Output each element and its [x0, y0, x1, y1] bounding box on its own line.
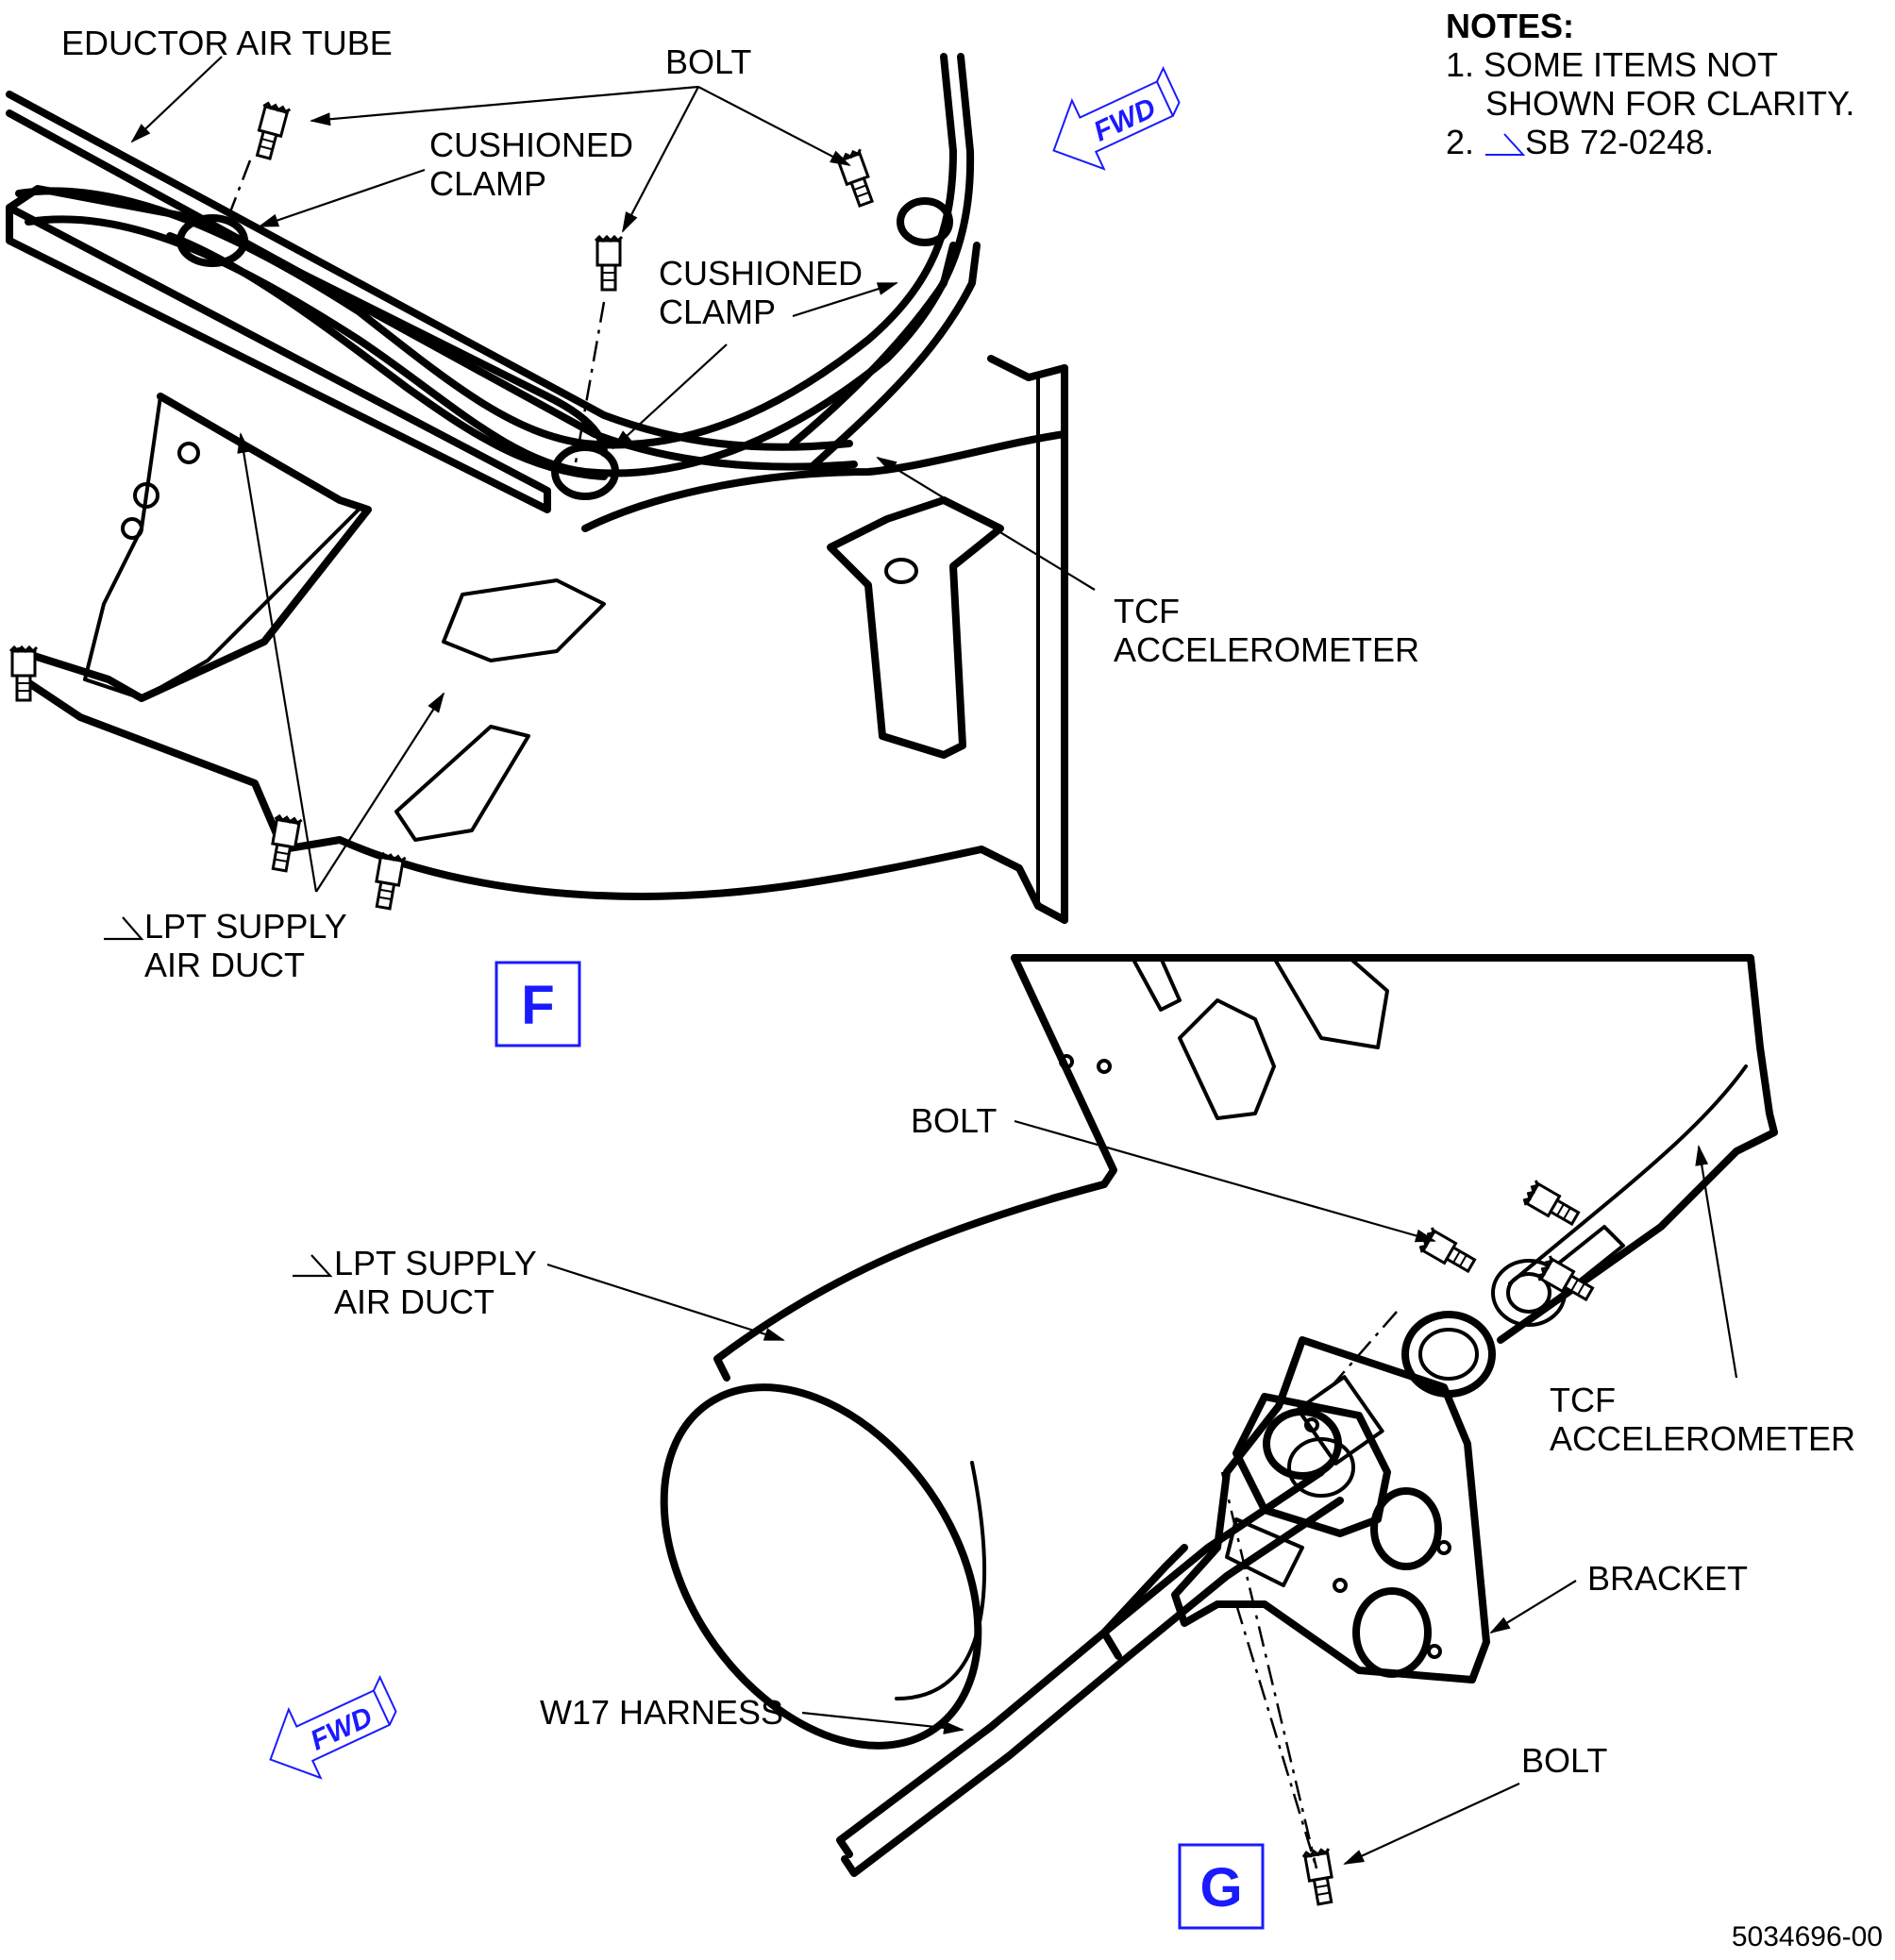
label-bolt-g-lower: BOLT	[1521, 1741, 1607, 1780]
fwd-label-g: FWD	[306, 1701, 377, 1757]
note-1-line-1: 1. SOME ITEMS NOT	[1446, 45, 1778, 84]
eductor-air-tube	[6, 91, 853, 451]
connector-plate	[1233, 1393, 1391, 1537]
nut-g-upper	[1521, 1179, 1584, 1231]
notes-heading: NOTES:	[1446, 7, 1574, 45]
label-tcf-accelerometer-g-line-1: TCF	[1550, 1381, 1616, 1419]
support-rail	[6, 204, 551, 513]
lpt-supply-air-duct-body	[15, 355, 1068, 924]
bolt-3	[833, 147, 880, 209]
label-cushioned-clamp-2-line-2: CLAMP	[659, 293, 776, 331]
note-flag-icon	[1485, 133, 1526, 156]
flag-icon-lpt-g	[293, 1254, 333, 1278]
harness-tube-upper	[15, 53, 957, 449]
label-cushioned-clamp-1-line-2: CLAMP	[429, 164, 546, 203]
view-g-drawing: BOLT LPT SUPPLY AIR DUCT TCF ACCELEROMET…	[269, 954, 1855, 1930]
frame-top	[1011, 954, 1778, 1136]
label-lpt-supply-air-duct-g-line-2: AIR DUCT	[334, 1282, 495, 1321]
note-2-number: 2.	[1446, 123, 1474, 161]
label-lpt-supply-air-duct-f-line-2: AIR DUCT	[144, 946, 305, 984]
left-nut	[8, 645, 39, 702]
bracket-hole-upper	[1370, 1487, 1442, 1570]
view-f-drawing: EDUCTOR AIR TUBE BOLT CUSHIONED CLAMP CU…	[6, 24, 1419, 1047]
label-lpt-supply-air-duct-g-line-1: LPT SUPPLY	[334, 1244, 537, 1282]
view-g-marker-box	[1178, 1843, 1265, 1930]
figure-number: 5034696-00	[1732, 1921, 1883, 1952]
view-f-marker-box	[495, 961, 581, 1047]
label-cushioned-clamp-1-line-1: CUSHIONED	[429, 126, 633, 164]
fwd-label-f: FWD	[1089, 92, 1161, 148]
label-cushioned-clamp-2-line-1: CUSHIONED	[659, 254, 863, 293]
lpt-supply-air-duct-g	[713, 1181, 1108, 1382]
label-bracket: BRACKET	[1587, 1559, 1748, 1598]
label-eductor-air-tube: EDUCTOR AIR TUBE	[61, 24, 393, 62]
view-f-letter: F	[521, 975, 554, 1036]
bolt-g-lower	[1300, 1847, 1340, 1907]
label-bolt-g-upper: BOLT	[911, 1101, 997, 1140]
label-tcf-accelerometer-g-line-2: ACCELEROMETER	[1550, 1419, 1855, 1458]
duct-opening	[660, 1383, 982, 1750]
fwd-arrow-icon-g: FWD	[269, 1675, 397, 1780]
cushioned-clamp-1	[176, 214, 248, 267]
lower-bracket	[442, 578, 606, 662]
view-g-letter: G	[1199, 1857, 1242, 1918]
bolt-g-upper	[1417, 1226, 1480, 1279]
fwd-arrow-icon-f: FWD	[1052, 66, 1181, 171]
label-lpt-supply-air-duct-f-line-1: LPT SUPPLY	[144, 907, 347, 946]
label-w17-harness: W17 HARNESS	[540, 1693, 783, 1732]
bolt-1	[249, 101, 292, 162]
inner-plate	[83, 394, 361, 700]
cushioned-clamp-3	[897, 197, 953, 246]
accelerometer-harness	[789, 242, 957, 447]
notes-block: NOTES: 1. SOME ITEMS NOT SHOWN FOR CLARI…	[1446, 7, 1854, 161]
bolt-2	[594, 235, 624, 292]
w17-harness	[836, 1468, 1325, 1858]
cushioned-clamp-2	[551, 444, 619, 500]
flag-icon-lpt-f	[104, 916, 144, 941]
lower-nut-2	[368, 851, 408, 912]
label-tcf-accelerometer-f-line-2: ACCELEROMETER	[1114, 630, 1419, 669]
note-1-line-2: SHOWN FOR CLARITY.	[1485, 84, 1854, 123]
bracket-hole-lower	[1352, 1587, 1432, 1678]
note-2-reference: SB 72-0248.	[1525, 123, 1714, 161]
label-bolt-view-f: BOLT	[665, 42, 751, 81]
tcf-accelerometer-g	[1263, 1225, 1625, 1480]
right-bracket	[827, 496, 1004, 759]
label-tcf-accelerometer-f-line-1: TCF	[1114, 592, 1180, 630]
